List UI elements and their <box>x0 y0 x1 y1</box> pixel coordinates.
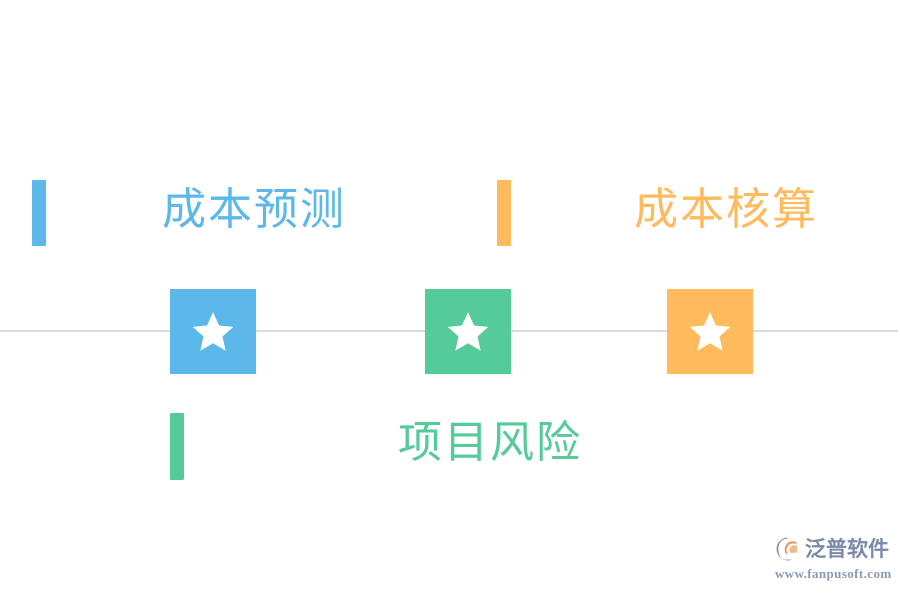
brand-name: 泛普软件 <box>805 537 889 561</box>
star-icon <box>447 311 489 351</box>
brand-watermark: 泛普软件 www.fanpusoft.com <box>775 534 893 590</box>
milestone-node-project-risk[interactable] <box>425 289 511 374</box>
fanpu-logo-icon <box>776 537 797 561</box>
milestone-node-cost-accounting[interactable] <box>667 289 753 374</box>
brand-url: www.fanpusoft.com <box>775 566 892 581</box>
brand-row: 泛普软件 <box>775 534 893 564</box>
label-project-risk: 项目风险 <box>398 417 582 468</box>
star-icon <box>192 311 234 351</box>
accent-bar-cost-forecast <box>32 180 46 246</box>
label-cost-forecast: 成本预测 <box>162 184 346 235</box>
milestone-node-cost-forecast[interactable] <box>170 289 256 374</box>
star-icon <box>689 311 731 351</box>
accent-bar-cost-accounting <box>497 180 511 246</box>
label-cost-accounting: 成本核算 <box>634 184 818 235</box>
accent-bar-project-risk <box>170 413 184 480</box>
